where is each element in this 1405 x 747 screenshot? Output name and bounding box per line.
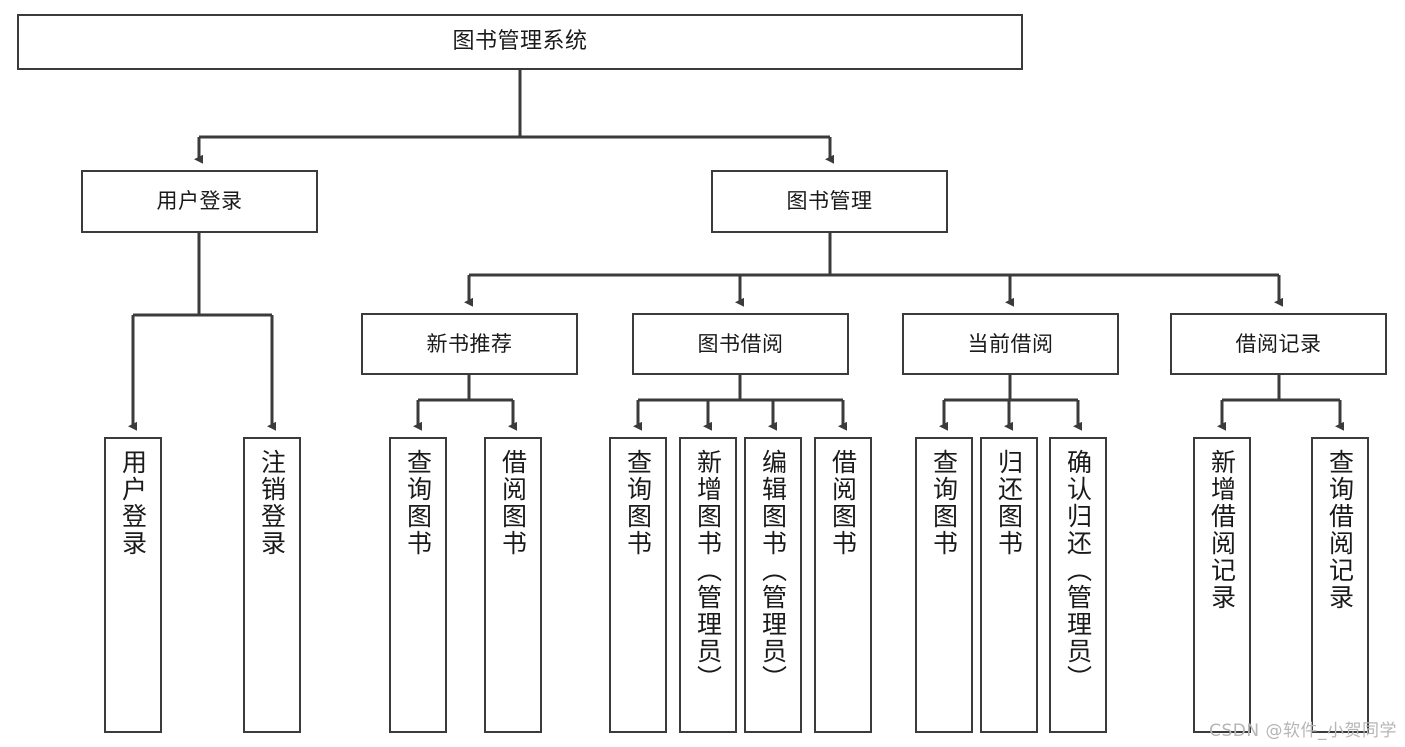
node-leaf-confirm-return-label: 确认归还（管理员）: [1063, 449, 1093, 692]
node-leaf-query-record[interactable]: 查询借阅记录: [1311, 437, 1369, 733]
node-leaf-query-book-1-label: 查询图书: [403, 449, 433, 557]
node-leaf-query-book-3[interactable]: 查询图书: [915, 437, 973, 733]
node-root-label: 图书管理系统: [452, 29, 588, 55]
node-leaf-query-book-2-label: 查询图书: [623, 449, 653, 557]
node-book-borrow-label: 图书借阅: [697, 331, 784, 356]
node-leaf-borrow-book-2-label: 借阅图书: [828, 449, 858, 557]
node-leaf-return-book[interactable]: 归还图书: [980, 437, 1038, 733]
node-leaf-add-record[interactable]: 新增借阅记录: [1193, 437, 1251, 733]
node-leaf-edit-book-label: 编辑图书（管理员）: [758, 449, 788, 692]
node-leaf-add-book-label: 新增图书（管理员）: [693, 449, 723, 692]
node-book-manage[interactable]: 图书管理: [711, 170, 948, 233]
node-leaf-borrow-book-1[interactable]: 借阅图书: [484, 437, 542, 733]
node-root[interactable]: 图书管理系统: [17, 14, 1023, 70]
node-borrow-record-label: 借阅记录: [1235, 331, 1322, 356]
node-leaf-add-record-label: 新增借阅记录: [1207, 449, 1237, 611]
node-new-book-recommend[interactable]: 新书推荐: [361, 313, 578, 375]
watermark-text: CSDN @软件_小贺同学: [1209, 721, 1397, 741]
node-new-book-recommend-label: 新书推荐: [426, 331, 513, 356]
node-leaf-return-book-label: 归还图书: [994, 449, 1024, 557]
node-leaf-query-book-2[interactable]: 查询图书: [609, 437, 667, 733]
node-current-borrow-label: 当前借阅: [967, 331, 1054, 356]
node-leaf-add-book[interactable]: 新增图书（管理员）: [679, 437, 737, 733]
node-book-manage-label: 图书管理: [786, 189, 873, 214]
node-leaf-query-book-3-label: 查询图书: [929, 449, 959, 557]
node-borrow-record[interactable]: 借阅记录: [1170, 313, 1387, 375]
node-leaf-borrow-book-2[interactable]: 借阅图书: [814, 437, 872, 733]
node-leaf-logout-label: 注销登录: [257, 449, 287, 557]
node-book-borrow[interactable]: 图书借阅: [632, 313, 849, 375]
node-leaf-query-record-label: 查询借阅记录: [1325, 449, 1355, 611]
node-leaf-confirm-return[interactable]: 确认归还（管理员）: [1049, 437, 1107, 733]
node-leaf-user-login-label: 用户登录: [118, 449, 148, 557]
node-current-borrow[interactable]: 当前借阅: [902, 313, 1119, 375]
node-leaf-edit-book[interactable]: 编辑图书（管理员）: [744, 437, 802, 733]
node-leaf-logout[interactable]: 注销登录: [243, 437, 301, 733]
node-leaf-query-book-1[interactable]: 查询图书: [389, 437, 447, 733]
node-leaf-user-login[interactable]: 用户登录: [104, 437, 162, 733]
node-user-login[interactable]: 用户登录: [81, 170, 318, 233]
node-user-login-label: 用户登录: [156, 189, 243, 214]
node-leaf-borrow-book-1-label: 借阅图书: [498, 449, 528, 557]
